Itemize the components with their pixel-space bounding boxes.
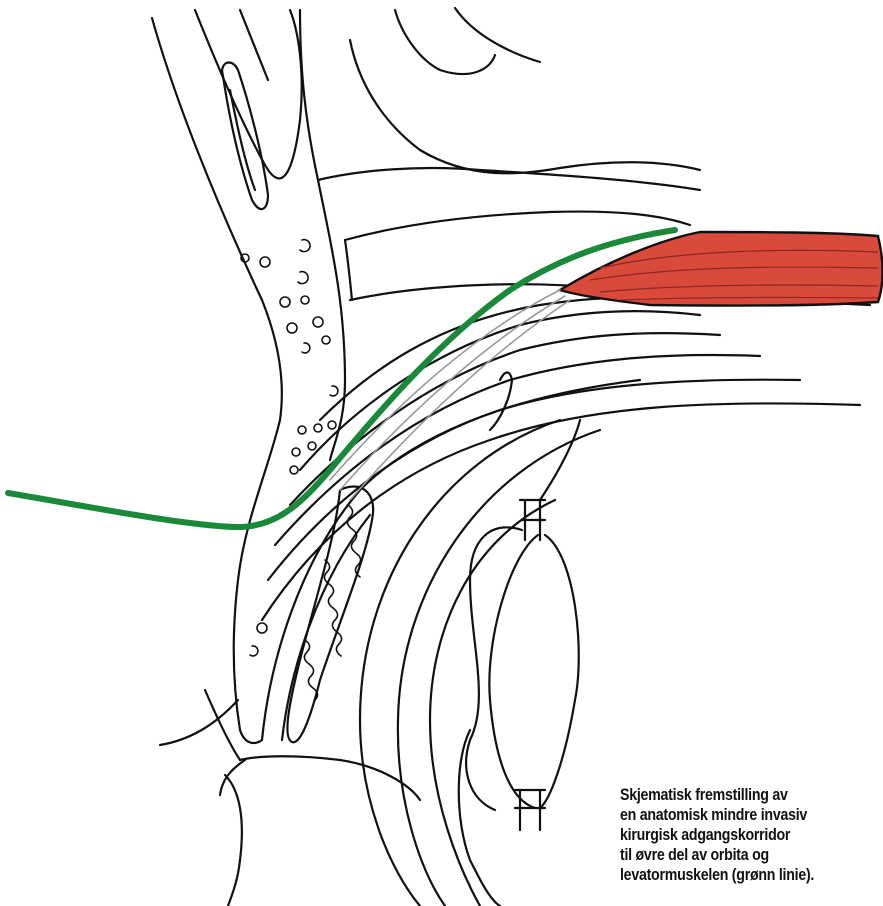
- caption-line: levatormuskelen (grønn linie).: [620, 865, 845, 885]
- green-corridor-line: [8, 230, 675, 527]
- caption-line: til øvre del av orbita og: [620, 845, 845, 865]
- caption-line: en anatomisk mindre invasiv: [620, 805, 845, 825]
- caption-line: kirurgisk adgangskorridor: [620, 825, 845, 845]
- lower-face-outline: [160, 690, 420, 906]
- caption-line: Skjematisk fremstilling av: [620, 785, 845, 805]
- eye-globe: [360, 420, 600, 906]
- brow-bone-outline: [152, 10, 302, 743]
- figure-caption: Skjematisk fremstilling av en anatomisk …: [620, 785, 845, 885]
